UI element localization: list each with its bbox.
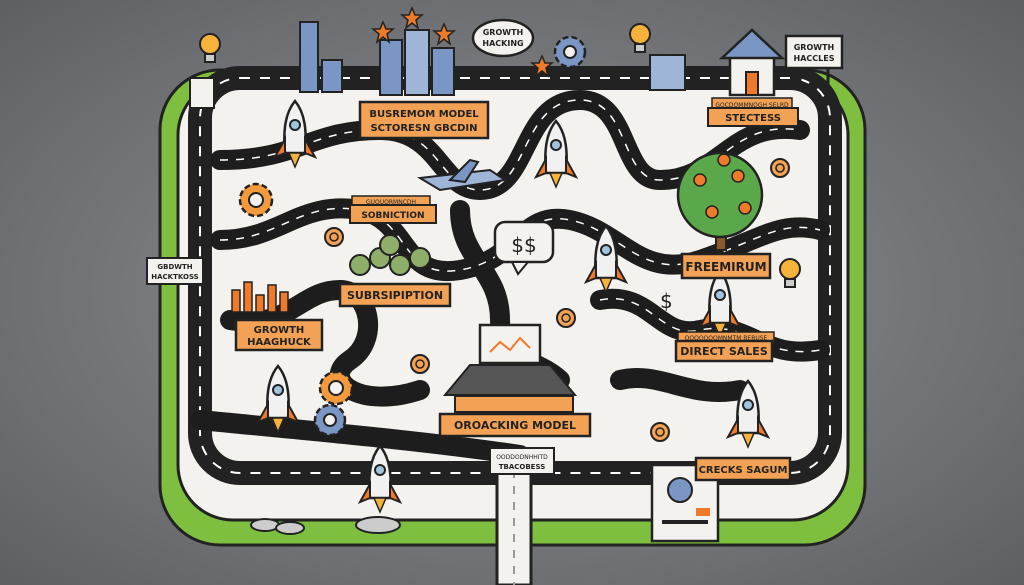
- laptop-icon: [442, 323, 578, 396]
- cloud-line2: HACKING: [482, 39, 523, 48]
- business-model-line1: BUSREMOM MODEL: [369, 109, 479, 120]
- city-skyline: [299, 21, 686, 96]
- house-icon: [718, 28, 786, 97]
- coin-stack-icon: [250, 516, 401, 535]
- top-sign: [784, 34, 844, 70]
- gear-icon: [238, 182, 274, 218]
- growth-hacking-cloud: [471, 18, 535, 58]
- business-model-label: [358, 100, 490, 140]
- signpost: [189, 77, 215, 109]
- tracks-line1: OODDODNHHITD: [496, 454, 548, 461]
- growth-hack-label: [234, 318, 324, 352]
- cloud-line1: GROWTH: [483, 28, 524, 37]
- gear-icon: [313, 403, 347, 437]
- direct-sales-text: DIRECT SALES: [680, 345, 768, 358]
- direct-sales-small-text: OOOOOOOMNMTM BEBUSE: [685, 335, 768, 342]
- coin-icon: [650, 422, 670, 442]
- strategies-label: [707, 107, 799, 127]
- top-sign-line2: HACCLES: [794, 54, 835, 63]
- left-sign: [146, 257, 204, 285]
- gear-icon: [553, 35, 587, 69]
- freemium-text: FREEMIRUM: [685, 260, 766, 274]
- gear-icon: [318, 370, 354, 406]
- crecks-sagum-text: CRECKS SAGUM: [699, 465, 788, 476]
- money-tree-icon: [676, 151, 764, 251]
- subscription-label: [338, 282, 452, 308]
- hacking-model-label: [438, 412, 592, 438]
- money-speech-bubble: $$: [493, 220, 555, 276]
- crecks-sagum-label: [694, 456, 792, 482]
- left-sign-line1: GBDWTH: [157, 263, 192, 271]
- growth-hack-line2: HAAGHUCK: [247, 337, 312, 348]
- subscription-top-text: SOBNICTION: [361, 211, 424, 221]
- dollar-sign: $: [660, 289, 673, 313]
- tracks-sign: [489, 447, 555, 475]
- strategies-text: STECTESS: [725, 113, 781, 124]
- coin-icon: [556, 308, 576, 328]
- subscription-text: SUBRSIPIPTION: [347, 289, 443, 302]
- hacking-model-stack: [454, 395, 574, 413]
- star-icon: [401, 7, 423, 29]
- chart-icon: [231, 281, 289, 313]
- growth-hack-line1: GROWTH: [254, 325, 305, 336]
- top-sign-line1: GROWTH: [794, 43, 835, 52]
- strategies-small-text: GOCDOMMNOGH SELRD: [715, 102, 789, 109]
- hacking-model-text: OROACKING MODEL: [454, 419, 576, 432]
- tracks-line2: TBACOBESS: [499, 463, 546, 471]
- airplane-icon: [416, 158, 508, 192]
- lightbulb-icon: [629, 23, 651, 53]
- left-sign-line2: HACKTKOSS: [151, 273, 198, 281]
- coin-icon: [770, 158, 790, 178]
- direct-sales-label: [674, 339, 774, 363]
- subscription-top-label: [349, 204, 437, 224]
- lightbulb-icon: [199, 33, 221, 63]
- money-bubble-text: $$: [511, 233, 536, 257]
- coin-icon: [324, 227, 344, 247]
- coin-icon: [410, 354, 430, 374]
- star-icon: [433, 23, 455, 45]
- business-model-line2: SCTORESN GBCDIN: [370, 123, 477, 134]
- coin-pile-icon: [349, 234, 431, 276]
- freemium-label: [680, 252, 772, 280]
- subscription-small-text: GUOUORMNCDH: [366, 199, 416, 206]
